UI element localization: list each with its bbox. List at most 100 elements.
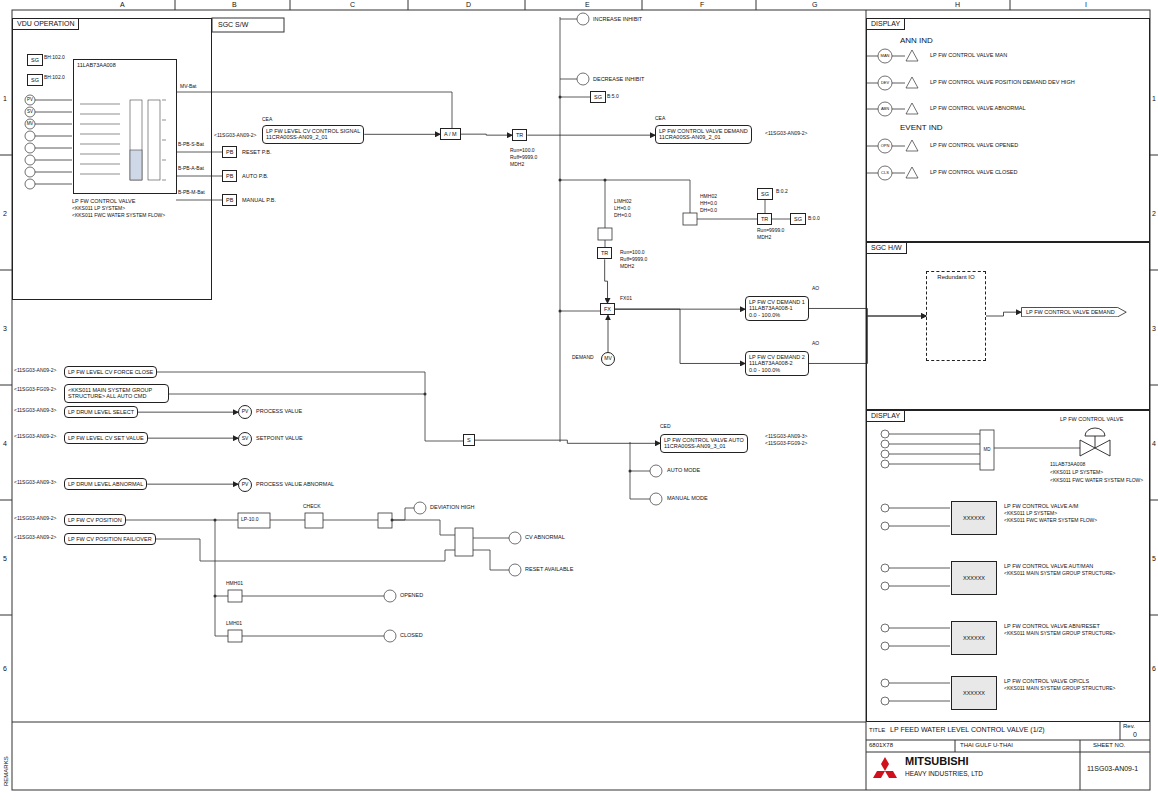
node-text: PV — [242, 409, 249, 415]
signal-wire — [215, 520, 384, 636]
tag-label: DEMAND — [572, 355, 594, 361]
signal-circle — [25, 107, 35, 117]
tag-label: REMARKS — [3, 756, 10, 786]
function-block: SG — [27, 54, 43, 66]
signal-tag-box: LP FW LEVEL CV FORCE CLOSE — [64, 366, 157, 378]
node-text: 11LAB73AA008 — [77, 62, 173, 68]
node-text: TR — [516, 132, 523, 138]
drawing-title: LP FEED WATER LEVEL CONTROL VALVE (1/2) — [890, 726, 1045, 734]
signal-connector — [608, 315, 609, 352]
panel-heading: DISPLAY — [867, 19, 905, 30]
node-text: LP FW LEVEL CV FORCE CLOSE — [68, 369, 153, 375]
grid-reference: C — [350, 1, 355, 9]
node-text: XXXXXX — [963, 575, 985, 581]
function-block: TR — [757, 213, 772, 225]
logic-block — [228, 213, 994, 642]
logic-block — [683, 213, 697, 225]
tag-label: <11SG03-AN09-2> — [765, 131, 807, 137]
circle-tag: CLS — [881, 171, 889, 176]
drawing-frame — [955, 740, 956, 752]
junction-dot — [559, 96, 562, 99]
signal-connector — [138, 412, 238, 413]
junction-dot — [214, 96, 632, 598]
drawing-frame — [866, 740, 1150, 741]
faceplate: XXXXXX — [951, 561, 997, 595]
tag-label: MDH2 — [510, 162, 524, 168]
signal-circle — [25, 119, 35, 129]
tag-label: <KKS011 MAIN SYSTEM GROUP STRUCTURE> — [1004, 686, 1116, 692]
tag-label: SETPOINT VALUE — [256, 435, 303, 441]
tag-label: <KKS011 LP SYSTEM> — [1004, 511, 1057, 517]
output-tag-outline — [1022, 308, 1127, 317]
function-block: PB — [222, 146, 237, 158]
signal-circle — [881, 564, 889, 572]
node-text: 11LAB73AA008-2 — [749, 360, 805, 366]
tag-label: RESET AVAILABLE — [525, 566, 573, 572]
node-text: PB — [226, 173, 233, 179]
junction-dot — [214, 519, 217, 522]
signal-circle — [577, 73, 589, 85]
tag-label: LMH01 — [226, 621, 242, 627]
node-text: LP FW LEVEL CV SET VALUE — [68, 435, 144, 441]
node-text: 11LAB73AA008-1 — [749, 305, 805, 311]
node-text: PB — [226, 149, 233, 155]
signal-circle — [25, 179, 35, 189]
signal-connector — [605, 259, 608, 303]
grid-reference: I — [1085, 1, 1087, 9]
node-text: LP FW LEVEL CV CONTROL SIGNAL — [266, 128, 360, 134]
signal-tag-box: LP FW CV POSITION — [64, 514, 126, 526]
tag-label: LP FW CONTROL VALVE AUT/MAN — [1004, 563, 1093, 569]
signal-wire — [560, 19, 590, 97]
junction-dot — [559, 310, 562, 313]
tag-label: LH=0.0 — [614, 206, 630, 212]
junction-dot — [604, 179, 607, 182]
tag-label: <KKS011 FWC WATER SYSTEM FLOW> — [1050, 478, 1143, 484]
tag-label: PROCESS VALUE ABNORMAL — [256, 481, 334, 487]
tag-label: CED — [660, 424, 671, 430]
faceplate-detail — [80, 100, 166, 180]
soft-tag-circle: PV — [238, 405, 252, 419]
signal-tag-box: <KKS011 MAIN SYSTEM GROUP STRUCTURE> ALL… — [64, 384, 169, 403]
circle-tag: MV — [27, 121, 34, 126]
circle-tag: OPN — [881, 144, 890, 149]
logic-block — [980, 430, 994, 470]
node-text: SG — [31, 57, 39, 63]
tag-label: AUTO P.B. — [242, 173, 268, 179]
signal-tag-box: LP FW CV DEMAND 211LAB73AA008-20.0 - 100… — [745, 351, 809, 376]
node-text: TR — [601, 250, 608, 256]
logic-block — [598, 228, 612, 240]
node-text: S — [467, 437, 471, 443]
signal-wire — [176, 152, 222, 200]
function-block: S — [463, 434, 475, 446]
signal-circle — [878, 49, 892, 63]
grid-reference: A — [120, 1, 125, 9]
tag-label: DECREASE INHIBIT — [593, 76, 644, 82]
tag-label: PROCESS VALUE — [256, 408, 302, 414]
function-block: PB — [222, 194, 237, 206]
tag-label: AO — [812, 341, 819, 347]
tag-label: <11SG03-AN09-2> — [214, 133, 256, 139]
node-text: XXXXXX — [963, 515, 985, 521]
signal-tag-box: LP FW CV POSITION FAIL/OVER — [64, 533, 156, 545]
signal-circle — [25, 143, 35, 153]
signal-connector — [809, 308, 926, 316]
signal-connector — [527, 135, 655, 136]
tag-label: B:0.0 — [808, 216, 820, 222]
logic-block — [455, 528, 473, 556]
signal-circle — [881, 450, 889, 458]
signal-wire — [35, 17, 1080, 701]
node-text: XXXXXX — [963, 635, 985, 641]
tag-label: <11SG03-FG09-2> — [14, 387, 56, 393]
tag-label: <KKS011 LP SYSTEM> — [72, 206, 125, 212]
node-text: 11CRA00SS-AN09_2_01 — [266, 134, 360, 140]
tag-label: EVENT IND — [900, 123, 943, 132]
signal-circle — [25, 155, 35, 165]
signal-circle — [414, 502, 426, 514]
logic-block — [305, 513, 323, 528]
junction-dot — [391, 519, 394, 522]
signal-wire — [866, 56, 905, 173]
tag-label: LIMH02 — [614, 199, 632, 205]
grid-reference: F — [700, 1, 704, 9]
node-text: LP DRUM LEVEL ABNORMAL — [68, 481, 143, 487]
node-text: SG — [761, 191, 769, 197]
